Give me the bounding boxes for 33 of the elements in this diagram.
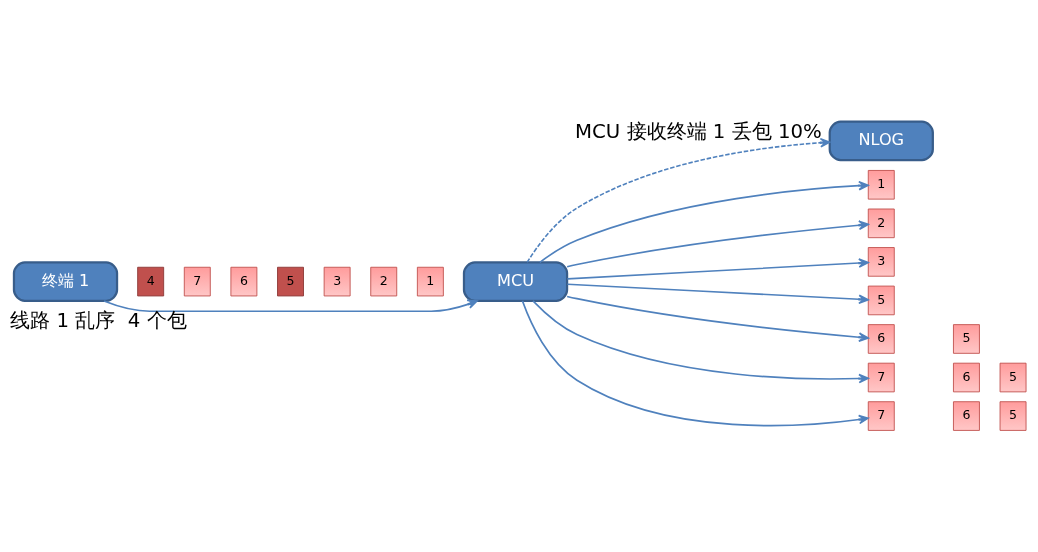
node-box: 2	[867, 208, 895, 239]
node-box: 终端 1	[12, 261, 119, 302]
arrow	[566, 283, 869, 305]
arrow	[566, 295, 869, 343]
node-box: 3	[323, 266, 351, 297]
arrow	[521, 300, 869, 427]
node-box: 1	[416, 266, 444, 297]
edge-label: MCU 接收终端 1 丢包 10%	[575, 119, 822, 143]
node-box: 3	[867, 247, 895, 277]
node-box: 5	[277, 266, 304, 297]
arrow	[532, 300, 869, 384]
node-box: 1	[867, 170, 895, 200]
node-box: 5	[953, 324, 980, 354]
arrow	[539, 180, 869, 264]
node-box: 6	[867, 324, 895, 354]
node-box: 2	[370, 266, 398, 297]
node-box: 6	[230, 266, 258, 297]
node-box: 7	[867, 362, 895, 393]
node-box: 6	[953, 362, 980, 393]
node-box: MCU	[462, 261, 569, 302]
arrow	[526, 137, 831, 264]
arrow	[566, 258, 869, 280]
node-box: 7	[183, 266, 211, 297]
node-box: 7	[867, 401, 895, 431]
node-box: 5	[867, 285, 895, 316]
arrow	[566, 220, 869, 268]
node-box: 6	[953, 401, 980, 431]
node-box: NLOG	[828, 120, 934, 162]
node-box: 5	[999, 362, 1027, 393]
node-box: 5	[999, 401, 1027, 431]
edge-label: 线路 1 乱序 4 个包	[10, 308, 187, 332]
node-box: 4	[137, 266, 165, 297]
arrow	[103, 299, 478, 312]
